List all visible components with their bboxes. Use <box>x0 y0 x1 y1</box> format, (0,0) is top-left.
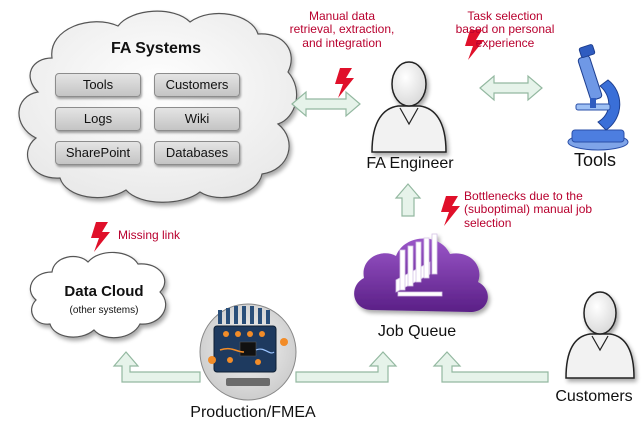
task-selection-annotation: Task selection based on personal experie… <box>440 9 570 50</box>
data-cloud-shape <box>29 251 167 339</box>
annotation-line: experience <box>475 35 535 50</box>
annotation-line: Manual data <box>308 9 376 23</box>
arrow-customers-jobqueue <box>432 351 549 383</box>
production-label: Production/FMEA <box>190 404 316 421</box>
missing-link-annotation: Missing link <box>118 228 181 242</box>
annotation-line: based on personal <box>455 22 555 37</box>
lightning-icon <box>441 196 460 226</box>
arrow-engineer-tools <box>479 74 543 102</box>
arrow-production-jobqueue <box>295 351 398 383</box>
server-cloud-icon <box>354 233 488 312</box>
lightning-icon <box>91 222 110 252</box>
bottlenecks-annotation: Bottlenecks due to the (suboptimal) manu… <box>464 189 624 230</box>
person-icon <box>565 291 635 379</box>
data-cloud-title: Data Cloud <box>64 283 144 300</box>
person-icon <box>371 61 447 153</box>
microscope-icon <box>567 44 629 151</box>
annotation-line: Task selection <box>467 9 543 23</box>
fa-systems-title: FA Systems <box>110 40 202 57</box>
wiki-button[interactable]: Wiki <box>154 107 240 131</box>
arrow-systems-engineer <box>291 90 361 118</box>
circuit-board-icon <box>199 303 297 401</box>
customers-button[interactable]: Customers <box>154 73 240 97</box>
lightning-icon <box>465 30 484 60</box>
lightning-icon <box>335 68 354 98</box>
arrow-production-datacloud <box>112 351 201 383</box>
tools-button[interactable]: Tools <box>55 73 141 97</box>
fa-engineer-label: FA Engineer <box>366 155 454 172</box>
manual-data-annotation: Manual data retrieval, extraction, and i… <box>272 9 412 50</box>
annotation-line: (suboptimal) manual job <box>464 202 593 217</box>
tools-label: Tools <box>573 150 617 170</box>
data-cloud-subtitle: (other systems) <box>69 305 139 316</box>
annotation-line: selection <box>464 215 512 230</box>
databases-button[interactable]: Databases <box>154 141 240 165</box>
logs-button[interactable]: Logs <box>55 107 141 131</box>
job-queue-label: Job Queue <box>377 323 457 340</box>
sharepoint-button[interactable]: SharePoint <box>55 141 141 165</box>
annotation-line: Bottlenecks due to the <box>464 189 583 203</box>
annotation-line: and integration <box>302 35 382 50</box>
annotation-line: retrieval, extraction, <box>289 22 395 37</box>
arrow-jobqueue-engineer <box>394 183 422 217</box>
customers-label: Customers <box>555 388 633 405</box>
